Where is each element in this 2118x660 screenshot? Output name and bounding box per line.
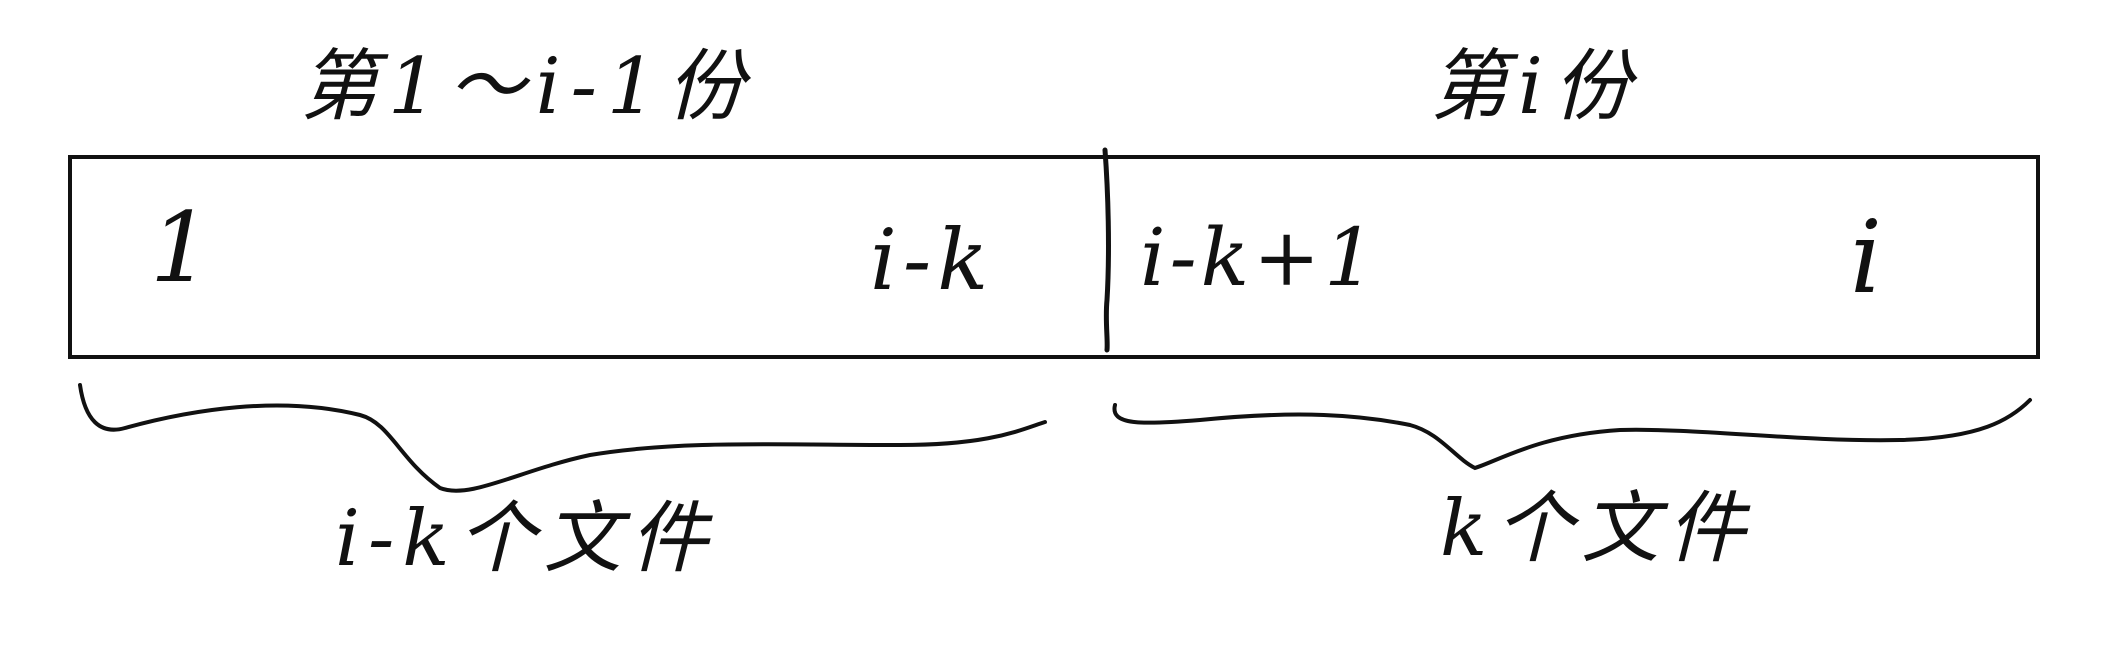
top-right-label: 第i份 (1430, 42, 1641, 132)
split-divider (1102, 147, 1111, 353)
top-left-label: 第1～i-1份 (300, 42, 755, 132)
bottom-right-label: k个文件 (1440, 484, 1754, 574)
bottom-left-label: i-k个文件 (335, 494, 716, 584)
cell-right-start-index: i-k+1 (1140, 211, 1380, 304)
cell-start-index: 1 (150, 192, 212, 304)
cell-left-end-index: i-k (870, 211, 995, 309)
right-brace (1112, 398, 2032, 471)
array-box (68, 155, 2040, 359)
cell-right-end-index: i (1850, 199, 1882, 316)
left-brace (78, 383, 1047, 493)
